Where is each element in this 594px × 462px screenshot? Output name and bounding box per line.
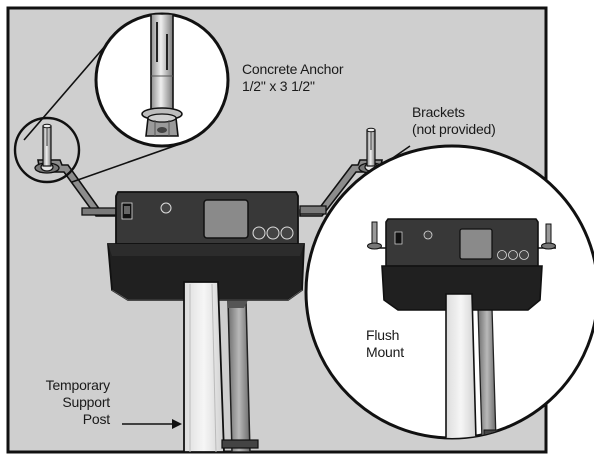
support-post-label: Temporary Support Post: [26, 377, 111, 428]
brackets-note: (not provided): [412, 121, 496, 137]
anchor-size: 1/2" x 3 1/2": [242, 78, 315, 94]
support-line2: Support: [62, 394, 110, 410]
flush-mount-label: Flush Mount: [366, 327, 404, 361]
anchor-label: Concrete Anchor 1/2" x 3 1/2": [242, 61, 343, 95]
flush-mount-detail: [304, 144, 594, 440]
main-view: [34, 123, 411, 452]
anchor-detail: [94, 12, 230, 148]
flush-line2: Mount: [366, 344, 404, 360]
support-line3: Post: [82, 411, 110, 427]
support-post: [183, 281, 259, 452]
brackets-label: Brackets (not provided): [412, 104, 496, 138]
operator-unit: [107, 191, 305, 301]
anchor-title: Concrete Anchor: [242, 61, 344, 77]
anchor-zoom-ring: [13, 116, 81, 184]
support-line1: Temporary: [45, 377, 111, 393]
flush-line1: Flush: [366, 327, 400, 343]
bracket-left: [34, 123, 119, 217]
support-rod: [227, 299, 251, 452]
brackets-title: Brackets: [412, 104, 465, 120]
